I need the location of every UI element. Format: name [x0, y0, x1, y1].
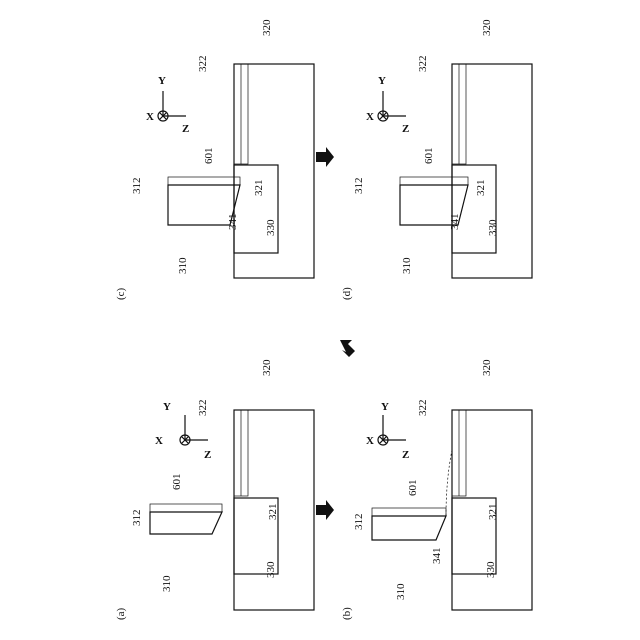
tool-310	[372, 516, 446, 540]
arrow-a-to-b	[316, 500, 334, 520]
label-312: 312	[353, 514, 365, 531]
label-341: 341	[449, 214, 461, 231]
axis-triad: X Y Z	[366, 401, 409, 461]
label-310: 310	[177, 257, 189, 274]
label-310: 310	[161, 575, 173, 592]
blade-312	[168, 177, 240, 185]
label-322: 322	[197, 56, 209, 73]
arrow-c-to-d	[316, 147, 334, 167]
label-330: 330	[265, 219, 277, 236]
label-322: 322	[417, 56, 429, 73]
axis-z-label: Z	[402, 449, 409, 461]
label-312: 312	[353, 178, 365, 195]
label-320: 320	[261, 359, 273, 376]
axis-x-label: X	[146, 111, 154, 123]
substrate-320	[452, 64, 532, 278]
label-341: 341	[431, 548, 443, 565]
label-320: 320	[481, 19, 493, 36]
blade-312	[150, 504, 222, 512]
label-330: 330	[487, 219, 499, 236]
label-310: 310	[395, 583, 407, 600]
caption: (a)	[115, 607, 127, 620]
bead-chain	[446, 450, 452, 516]
label-322: 322	[417, 400, 429, 417]
label-320: 320	[261, 19, 273, 36]
label-330: 330	[485, 561, 497, 578]
label-321: 321	[487, 504, 499, 521]
blade-312	[372, 508, 446, 516]
label-321: 321	[267, 504, 279, 521]
label-601: 601	[203, 148, 215, 165]
axis-triad: X Y Z	[146, 75, 189, 135]
label-321: 321	[253, 180, 265, 197]
caption: (c)	[115, 287, 127, 300]
label-601: 601	[407, 480, 419, 497]
axis-y-label: Y	[163, 401, 171, 413]
label-601: 601	[423, 148, 435, 165]
label-341: 341	[227, 214, 239, 231]
axis-x-label: X	[366, 111, 374, 123]
panel-c: (c) X Y Z 310 312 601 341 320 322 321 33…	[115, 19, 314, 300]
axis-x-label: X	[155, 435, 163, 447]
caption: (b)	[341, 607, 353, 620]
label-312: 312	[131, 178, 143, 195]
label-330: 330	[265, 561, 277, 578]
panel-d: (d) X Y Z 310 312 601 341 320 322 321 33…	[341, 19, 532, 300]
axis-x-label: X	[366, 435, 374, 447]
label-320: 320	[481, 359, 493, 376]
arrow-b-to-c	[340, 340, 355, 357]
label-601: 601	[171, 474, 183, 491]
panel-a: (a) X Y Z 310 312 601 320 322 321 330	[115, 359, 314, 620]
label-321: 321	[475, 180, 487, 197]
recess-330	[234, 165, 278, 253]
recess-330	[452, 165, 496, 253]
label-312: 312	[131, 510, 143, 527]
label-310: 310	[401, 257, 413, 274]
blade-312	[400, 177, 468, 185]
axis-z-label: Z	[204, 449, 211, 461]
axis-y-label: Y	[381, 401, 389, 413]
axis-triad: X Y Z	[366, 75, 409, 135]
axis-z-label: Z	[402, 123, 409, 135]
label-322: 322	[197, 400, 209, 417]
axis-y-label: Y	[158, 75, 166, 87]
panel-b: (b) X Y Z 310 312 601 341 320 322 321 33…	[341, 359, 532, 620]
axis-z-label: Z	[182, 123, 189, 135]
substrate-320	[234, 64, 314, 278]
axis-y-label: Y	[378, 75, 386, 87]
caption: (d)	[341, 287, 353, 300]
tool-310	[150, 512, 222, 534]
